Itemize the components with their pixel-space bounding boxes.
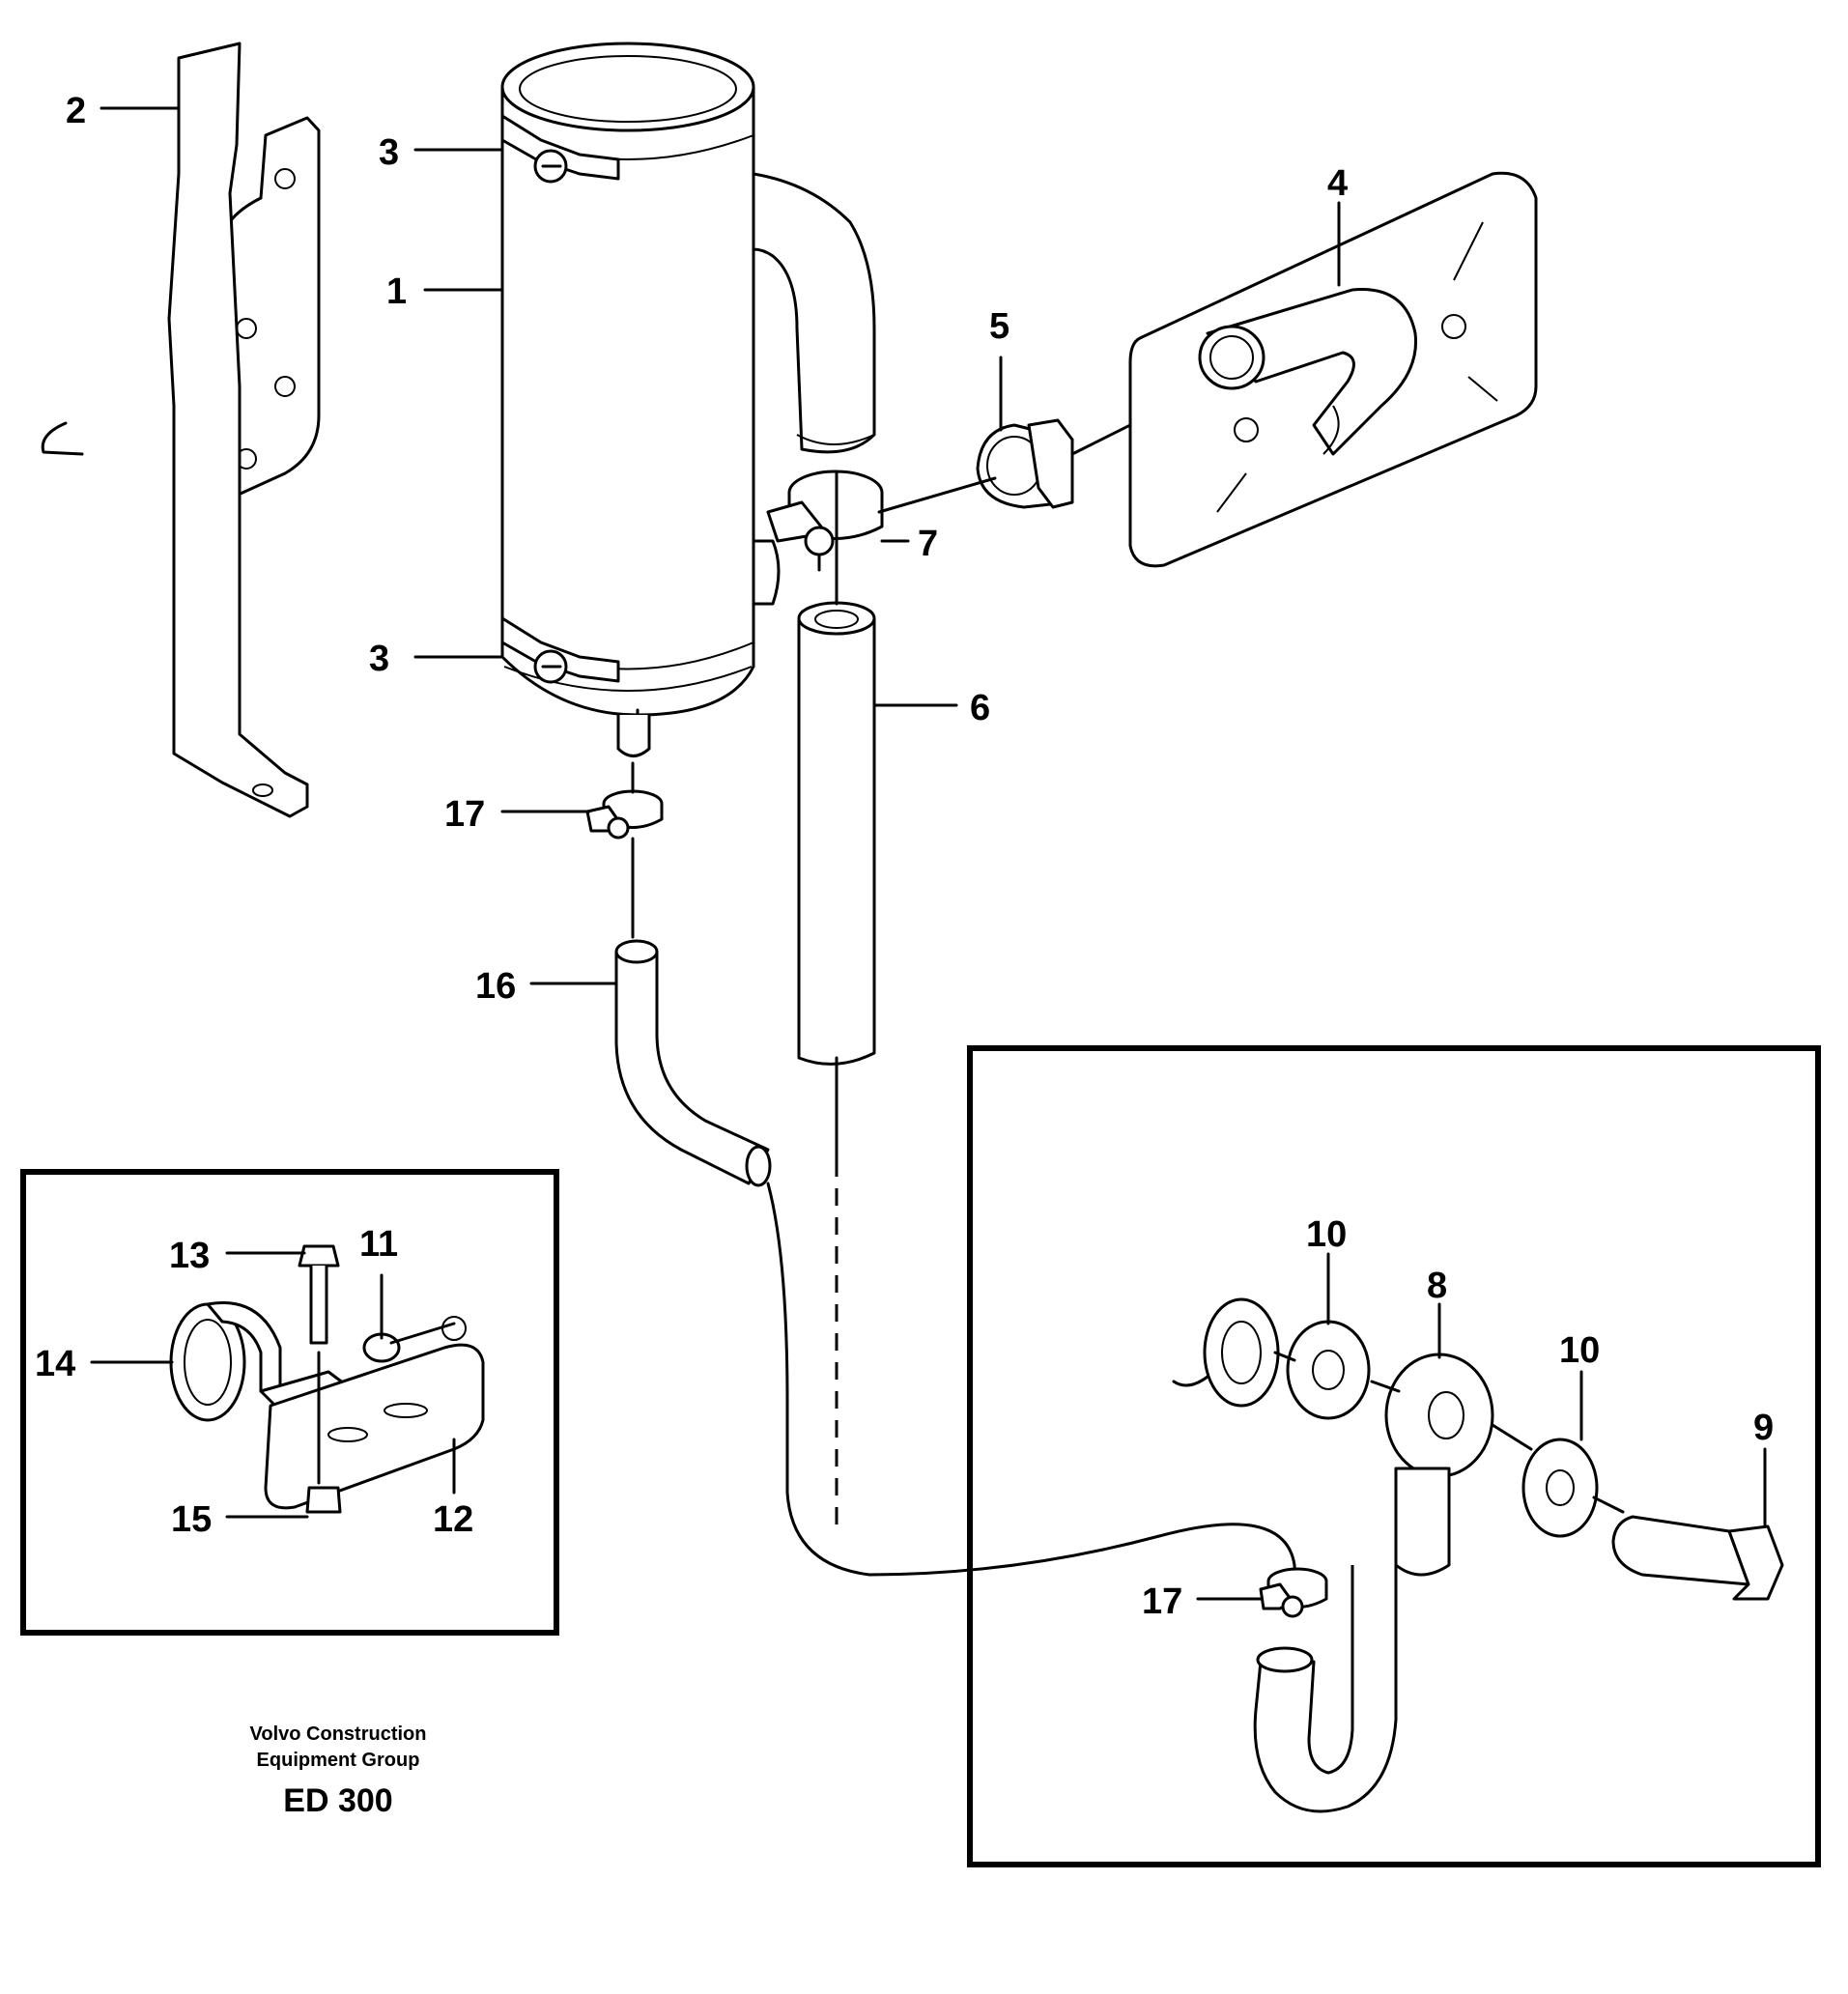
overflow-pipe	[797, 471, 876, 1531]
hose-clamp-bottom	[500, 616, 620, 684]
hose-clamp-17-lower	[1259, 1567, 1328, 1618]
hose-clamp-top	[500, 114, 620, 184]
callout-8: 8	[1427, 1266, 1447, 1306]
inset-box-right	[967, 1045, 1821, 1867]
inset-box-left	[20, 1169, 559, 1636]
callout-15: 15	[171, 1499, 212, 1540]
footer-line-2: Equipment Group	[256, 1750, 420, 1771]
callout-13: 13	[169, 1236, 210, 1276]
callout-6: 6	[970, 688, 990, 728]
clip-assembly	[169, 1244, 485, 1514]
callout-7: 7	[918, 524, 938, 564]
callout-labels: 2 3 1 3 4 5 7 6 17 16 13 11 14 12 15 10 …	[35, 91, 1774, 1622]
drawing-code: ED 300	[283, 1782, 393, 1819]
callout-17-lower: 17	[1142, 1581, 1182, 1622]
upper-hose	[752, 172, 876, 606]
callout-1: 1	[386, 271, 407, 312]
hose-clamp-7	[766, 470, 884, 572]
callout-14: 14	[35, 1344, 75, 1384]
callout-12: 12	[433, 1499, 473, 1540]
mounting-bracket	[41, 42, 321, 818]
callout-10-right: 10	[1559, 1330, 1600, 1371]
callout-3-top: 3	[379, 132, 399, 173]
footer-line-1: Volvo Construction	[249, 1723, 427, 1745]
callout-3-bottom: 3	[369, 639, 389, 679]
callout-2: 2	[66, 91, 86, 131]
callout-4: 4	[1327, 163, 1348, 204]
hose-clamp-17-top	[585, 761, 664, 939]
publisher-footer: Volvo Construction Equipment Group ED 30…	[193, 1722, 483, 1824]
callout-16: 16	[475, 966, 516, 1007]
callout-11: 11	[359, 1224, 398, 1265]
fuel-canister	[500, 42, 755, 757]
callout-10-left: 10	[1306, 1214, 1347, 1255]
callout-9: 9	[1753, 1408, 1774, 1448]
drain-hose	[614, 939, 1298, 1615]
leader-lines	[90, 106, 1767, 1601]
banjo-assembly	[1172, 1297, 1784, 1813]
callout-5: 5	[989, 306, 1009, 347]
filler-port-plate	[1128, 171, 1538, 568]
callout-17-top: 17	[444, 794, 485, 835]
